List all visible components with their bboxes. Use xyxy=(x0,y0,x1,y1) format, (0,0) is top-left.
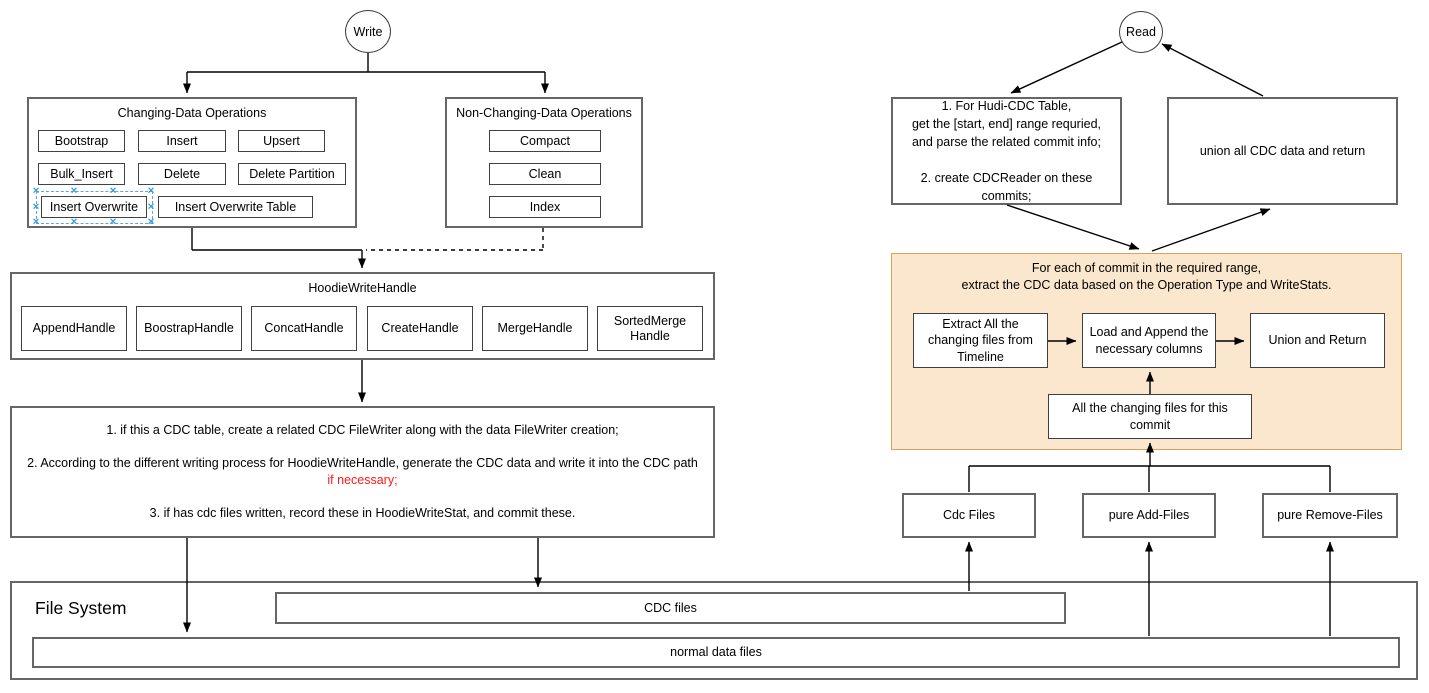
cdc-files-output-box[interactable]: Cdc Files xyxy=(902,493,1036,538)
all-changing-files-box[interactable]: All the changing files for this commit xyxy=(1048,394,1252,439)
op-bulk-insert[interactable]: Bulk_Insert xyxy=(38,163,125,185)
selection-handle[interactable]: ✕ xyxy=(147,201,155,212)
op-insert-overwrite[interactable]: Insert Overwrite xyxy=(41,196,147,218)
op-insert[interactable]: Insert xyxy=(138,130,226,152)
normal-data-files-store[interactable]: normal data files xyxy=(32,637,1400,668)
selection-handle[interactable]: ✕ xyxy=(70,216,78,227)
read-label: Read xyxy=(1126,25,1156,39)
cdc-write-note[interactable]: 1. if this a CDC table, create a related… xyxy=(10,406,715,538)
handle-concat[interactable]: ConcatHandle xyxy=(251,306,357,351)
selection-handle[interactable]: ✕ xyxy=(70,185,78,196)
note-step-1: 1. if this a CDC table, create a related… xyxy=(106,423,619,438)
non-changing-data-operations-title: Non-Changing-Data Operations xyxy=(456,106,632,120)
file-system-group[interactable] xyxy=(10,581,1418,680)
union-all-cdc-box[interactable]: union all CDC data and return xyxy=(1167,97,1398,205)
selection-handle[interactable]: ✕ xyxy=(147,185,155,196)
if-necessary-red-text: if necessary; xyxy=(327,473,398,487)
extract-changing-files-box[interactable]: Extract All the changing files from Time… xyxy=(913,313,1048,368)
handle-boostrap[interactable]: BoostrapHandle xyxy=(136,306,242,351)
handle-append[interactable]: AppendHandle xyxy=(21,306,127,351)
selection-handle[interactable]: ✕ xyxy=(109,216,117,227)
handle-create[interactable]: CreateHandle xyxy=(367,306,473,351)
selection-handle[interactable]: ✕ xyxy=(32,216,40,227)
union-and-return-box[interactable]: Union and Return xyxy=(1250,313,1385,368)
changing-data-operations-title: Changing-Data Operations xyxy=(117,106,267,120)
selection-handle[interactable]: ✕ xyxy=(32,185,40,196)
note-step-3: 3. if has cdc files written, record thes… xyxy=(149,505,576,520)
write-node[interactable]: Write xyxy=(345,10,391,53)
selection-handle[interactable]: ✕ xyxy=(147,216,155,227)
write-label: Write xyxy=(353,24,383,39)
selection-handle[interactable]: ✕ xyxy=(109,185,117,196)
pure-add-files-box[interactable]: pure Add-Files xyxy=(1082,493,1216,538)
op-delete[interactable]: Delete xyxy=(138,163,226,185)
file-system-title: File System xyxy=(35,598,127,618)
pure-remove-files-box[interactable]: pure Remove-Files xyxy=(1262,493,1398,538)
op-delete-partition[interactable]: Delete Partition xyxy=(238,163,346,185)
cdc-files-store[interactable]: CDC files xyxy=(275,592,1066,624)
handle-sorted-merge[interactable]: SortedMerge Handle xyxy=(597,306,703,351)
handle-merge[interactable]: MergeHandle xyxy=(482,306,588,351)
op-insert-overwrite-table[interactable]: Insert Overwrite Table xyxy=(158,196,313,218)
selection-handle[interactable]: ✕ xyxy=(32,201,40,212)
op-index[interactable]: Index xyxy=(489,196,601,218)
read-step-box[interactable]: 1. For Hudi-CDC Table, get the [start, e… xyxy=(891,97,1122,205)
per-commit-title: For each of commit in the required range… xyxy=(961,261,1332,292)
op-compact[interactable]: Compact xyxy=(489,130,601,152)
op-clean[interactable]: Clean xyxy=(489,163,601,185)
load-append-columns-box[interactable]: Load and Append the necessary columns xyxy=(1082,313,1216,368)
note-step-2: 2. According to the different writing pr… xyxy=(27,456,698,487)
op-bootstrap[interactable]: Bootstrap xyxy=(38,130,125,152)
read-node[interactable]: Read xyxy=(1119,11,1163,53)
hoodie-write-handle-title: HoodieWriteHandle xyxy=(308,281,417,295)
op-upsert[interactable]: Upsert xyxy=(238,130,325,152)
